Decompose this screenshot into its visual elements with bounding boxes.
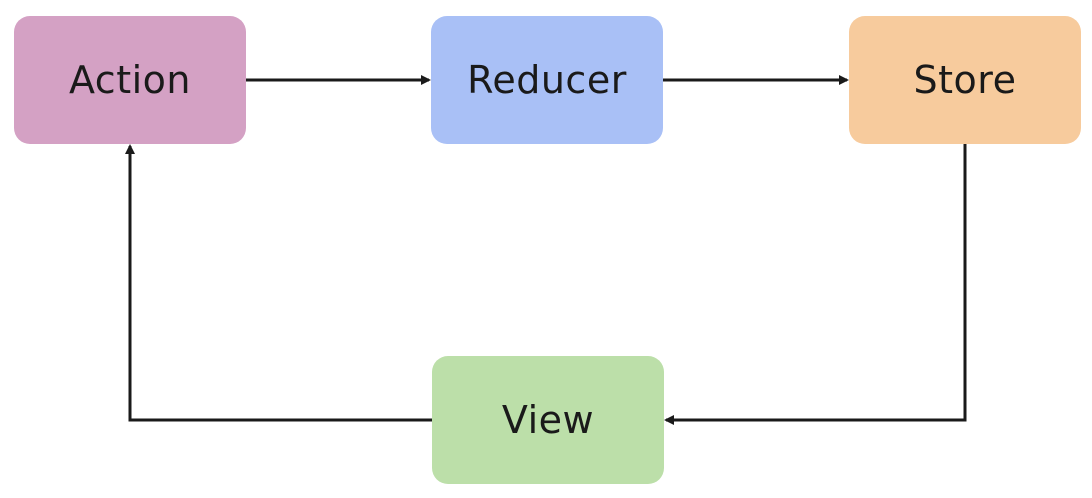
edge-store-to-view — [664, 144, 967, 425]
view-node: View — [432, 356, 664, 484]
store-label: Store — [913, 58, 1017, 102]
view-label: View — [501, 398, 595, 442]
action-label: Action — [68, 58, 191, 102]
store-node: Store — [849, 16, 1081, 144]
reducer-node: Reducer — [431, 16, 663, 144]
edge-view-to-action — [125, 144, 432, 422]
action-node: Action — [14, 16, 246, 144]
reducer-label: Reducer — [467, 58, 627, 102]
